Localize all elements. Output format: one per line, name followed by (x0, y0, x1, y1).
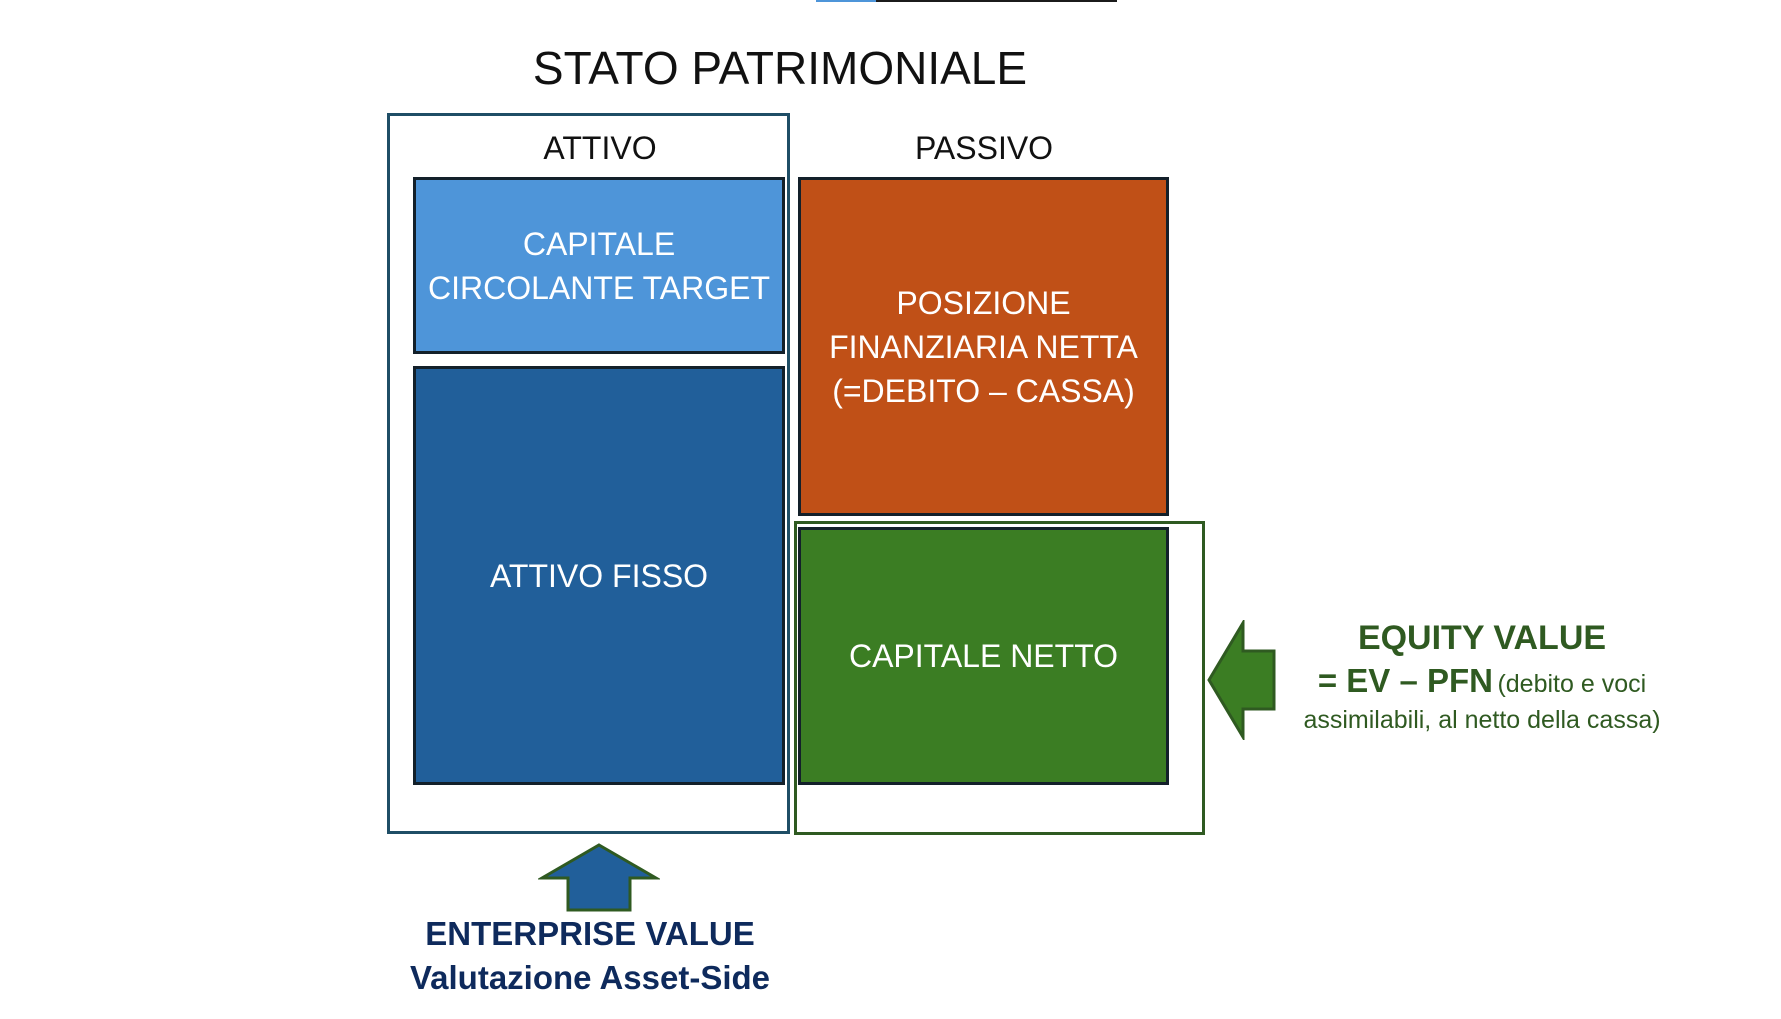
diagram-title: STATO PATRIMONIALE (532, 42, 1028, 94)
box-capitale-circolante: CAPITALE CIRCOLANTE TARGET (413, 177, 785, 354)
equity-value-formula: = EV – PFN (1317, 662, 1493, 699)
box-attivo-fisso: ATTIVO FISSO (413, 366, 785, 785)
up-arrow-icon (538, 843, 660, 912)
equity-value-label: EQUITY VALUE = EV – PFN (debito e voci a… (1262, 615, 1702, 738)
equity-value-note-line2: assimilabili, al netto della cassa) (1303, 706, 1661, 734)
equity-value-note: (debito e voci (1497, 670, 1647, 698)
assets-frame (387, 113, 790, 834)
box-posizione-finanziaria-netta: POSIZIONE FINANZIARIA NETTA (=DEBITO – C… (798, 177, 1169, 516)
equity-frame (794, 521, 1205, 835)
enterprise-value-label: ENTERPRISE VALUE Valutazione Asset-Side (330, 912, 850, 1000)
top-divider-accent (816, 0, 876, 2)
box-capitale-netto: CAPITALE NETTO (798, 527, 1169, 785)
column-label-passivo: PASSIVO (914, 130, 1054, 166)
enterprise-value-title: ENTERPRISE VALUE (425, 915, 755, 952)
equity-value-title: EQUITY VALUE (1357, 619, 1607, 657)
column-label-attivo: ATTIVO (543, 130, 657, 166)
enterprise-value-subtitle: Valutazione Asset-Side (409, 959, 771, 996)
top-divider (816, 0, 1117, 2)
left-arrow-icon (1207, 620, 1276, 740)
